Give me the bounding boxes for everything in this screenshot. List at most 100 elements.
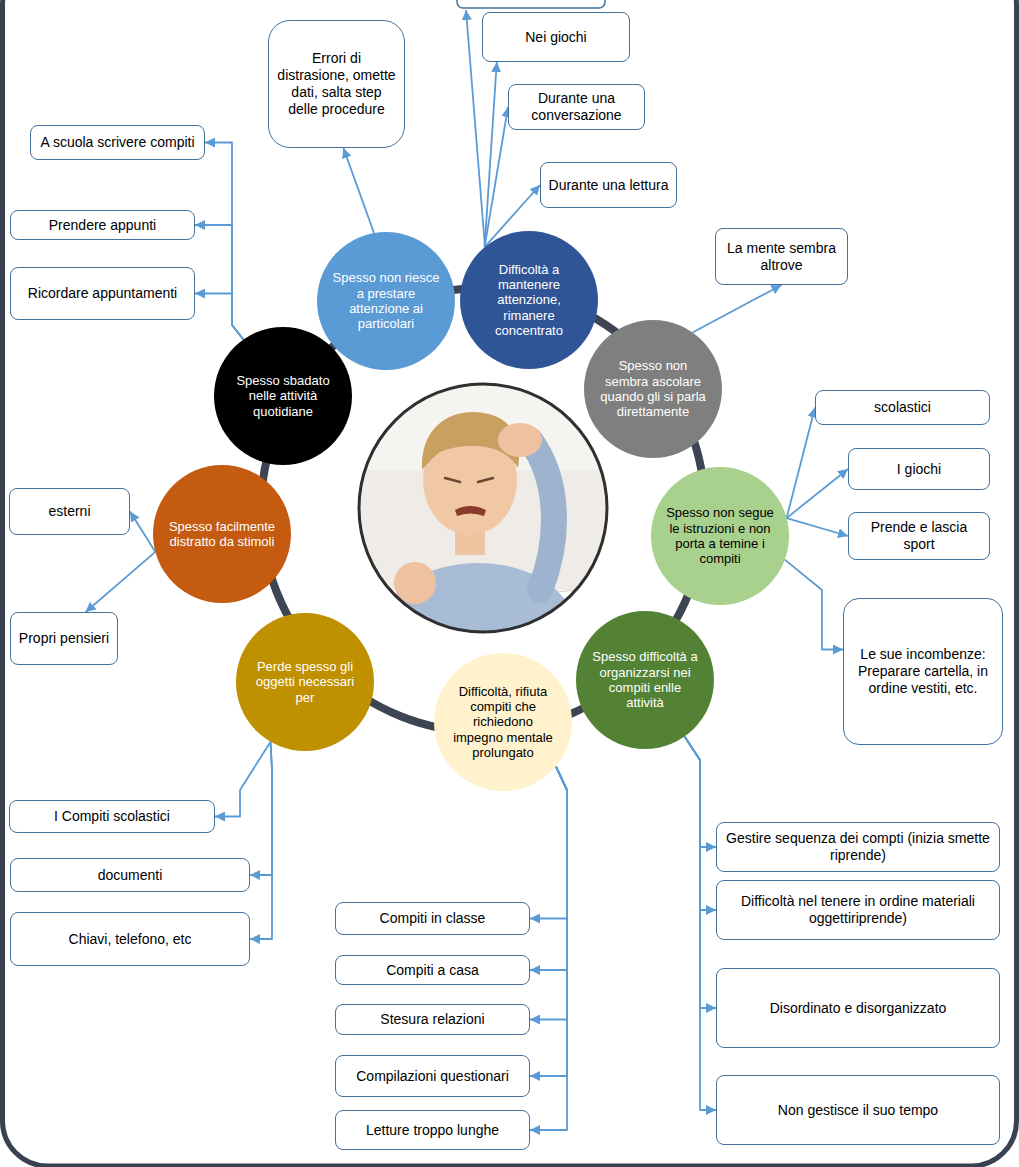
node-text: Durante una lettura (547, 177, 670, 194)
text-wrap: Compiti a casa (342, 962, 523, 979)
arrow-connector (215, 742, 271, 817)
text-wrap: Compilazioni questionari (342, 1068, 523, 1085)
text-wrap: Disordinato e disorganizzato (723, 1000, 993, 1017)
text-wrap: Non gestisce il suo tempo (723, 1102, 993, 1119)
node-text: Perde spesso gli oggetti necessari per (249, 659, 362, 705)
photo-border (359, 384, 607, 632)
fist (394, 562, 436, 604)
node-text: documenti (17, 867, 243, 884)
text-wrap: Spesso non segue le istruzioni e non por… (664, 505, 777, 566)
detail-box: esterni (9, 488, 130, 535)
node-text: Letture troppo lunghe (342, 1122, 523, 1139)
mouth (455, 506, 486, 516)
arrow-connector (343, 148, 374, 233)
text-wrap: scolastici (822, 399, 983, 416)
arrow-connector (205, 143, 243, 340)
detail-box: Prende e lascia sport (848, 512, 990, 560)
node-text: Compiti a casa (342, 962, 523, 979)
text-wrap: A scuola scrivere compiti (37, 134, 198, 151)
arrow-connector (530, 766, 567, 1076)
child-photo (355, 380, 615, 687)
node-text: I giochi (855, 461, 983, 478)
cut-off-box (457, 0, 605, 8)
text-wrap: Difficoltà a mantenere attenzione, riman… (473, 262, 586, 339)
node-text: Compiti in classe (342, 910, 523, 927)
node-text: Non gestisce il suo tempo (723, 1102, 993, 1119)
node-text: Le sue incombenze: Preparare cartella, i… (850, 646, 996, 696)
text-wrap: Difficoltà, rifiuta compiti che richiedo… (447, 684, 560, 761)
detail-box: documenti (10, 858, 250, 892)
detail-box: Chiavi, telefono, etc (10, 912, 250, 966)
text-wrap: Gestire sequenza dei compti (inizia smet… (723, 830, 993, 864)
arrow-connector (530, 766, 567, 1019)
node-text: Spesso difficoltà a organizzarsi nei com… (589, 649, 702, 710)
node-text: Prende e lascia sport (855, 519, 983, 553)
arrow-connector (530, 766, 567, 918)
detail-box: Compilazioni questionari (335, 1055, 530, 1097)
detail-box: Stesura relazioni (335, 1004, 530, 1035)
node-text: Spesso non sembra ascolare quando gli si… (597, 358, 710, 419)
arrow-connector (787, 408, 815, 519)
arrow-connector (485, 62, 497, 247)
text-wrap: Durante una lettura (547, 177, 670, 194)
arrow-connector (195, 294, 243, 340)
node-text: Nei giochi (489, 29, 623, 46)
text-wrap: Stesura relazioni (342, 1011, 523, 1028)
detail-box: Ricordare appuntamenti (10, 267, 195, 320)
symptom-circle: Spesso difficoltà a organizzarsi nei com… (576, 611, 714, 749)
detail-box: Prendere appunti (10, 210, 195, 240)
text-wrap: Spesso sbadato nelle attività quotidiane (227, 373, 340, 419)
node-text: Difficoltà a mantenere attenzione, riman… (473, 262, 586, 339)
arrow-connector (130, 512, 155, 552)
symptom-circle: Perde spesso gli oggetti necessari per (236, 613, 374, 751)
text-wrap: Spesso non sembra ascolare quando gli si… (597, 358, 710, 419)
node-text: Difficoltà nel tenere in ordine material… (723, 893, 993, 927)
symptom-circle: Spesso facilmente distratto da stimoli (153, 465, 291, 603)
detail-box: Propri pensieri (10, 612, 118, 665)
detail-box: Difficoltà nel tenere in ordine material… (716, 880, 1000, 940)
detail-box: Compiti in classe (335, 902, 530, 935)
node-text: Durante una conversazione (515, 90, 638, 124)
detail-box: A scuola scrivere compiti (30, 125, 205, 160)
text-wrap: I giochi (855, 461, 983, 478)
arrow-connector (195, 225, 243, 340)
text-wrap: Ricordare appuntamenti (17, 285, 188, 302)
text-wrap: documenti (17, 867, 243, 884)
node-text: Gestire sequenza dei compti (inizia smet… (723, 830, 993, 864)
node-text: Propri pensieri (17, 630, 111, 647)
node-text: Spesso non segue le istruzioni e non por… (664, 505, 777, 566)
text-wrap: Spesso non riesce a prestare attenzione … (330, 270, 443, 331)
detail-box: Durante una lettura (540, 162, 677, 208)
detail-box: Gestire sequenza dei compti (inizia smet… (716, 822, 1000, 872)
arrow-connector (693, 285, 782, 333)
arrow-connector (250, 742, 272, 939)
arrow-connector (250, 742, 272, 875)
node-text: Disordinato e disorganizzato (723, 1000, 993, 1017)
detail-box: Durante una conversazione (508, 84, 645, 130)
hand (498, 423, 542, 457)
detail-box: Non gestisce il suo tempo (716, 1075, 1000, 1145)
detail-box: Errori di distrasione, omette dati, salt… (268, 20, 405, 148)
text-wrap: I Compiti scolastici (16, 808, 208, 825)
arrow-connector (787, 469, 848, 518)
arrow-connector (530, 766, 567, 1130)
text-wrap: Difficoltà nel tenere in ordine material… (723, 893, 993, 927)
node-text: I Compiti scolastici (16, 808, 208, 825)
node-text: Stesura relazioni (342, 1011, 523, 1028)
node-text: La mente sembra altrove (722, 240, 841, 274)
text-wrap: Compiti in classe (342, 910, 523, 927)
node-text: scolastici (822, 399, 983, 416)
node-text: Spesso non riesce a prestare attenzione … (330, 270, 443, 331)
page-frame (3, 0, 1017, 1166)
text-wrap: La mente sembra altrove (722, 240, 841, 274)
text-wrap: Chiavi, telefono, etc (17, 931, 243, 948)
detail-box: Letture troppo lunghe (335, 1110, 530, 1150)
node-text: Compilazioni questionari (342, 1068, 523, 1085)
text-wrap: Perde spesso gli oggetti necessari per (249, 659, 362, 705)
node-text: Spesso sbadato nelle attività quotidiane (227, 373, 340, 419)
symptom-circle: Difficoltà a mantenere attenzione, riman… (460, 231, 598, 369)
text-wrap: Durante una conversazione (515, 90, 638, 124)
node-text: A scuola scrivere compiti (37, 134, 198, 151)
node-text: Errori di distrasione, omette dati, salt… (275, 50, 398, 117)
